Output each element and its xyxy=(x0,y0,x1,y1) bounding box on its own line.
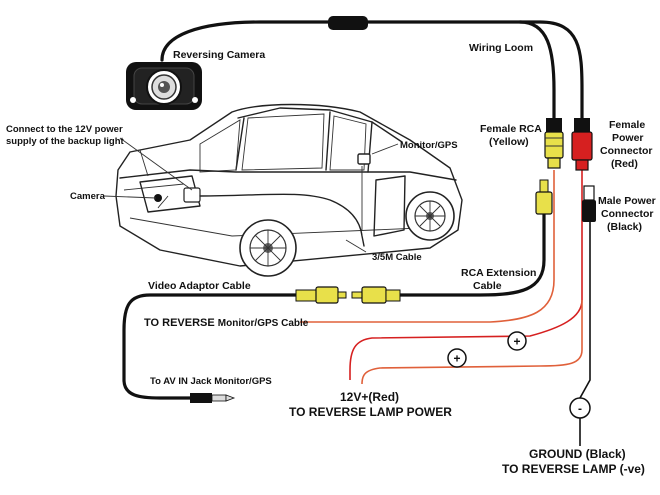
female-rca-yellow xyxy=(544,118,564,169)
av-jack-plug xyxy=(190,393,236,403)
label-female-rca-1: Female RCA xyxy=(480,123,542,135)
label-to-av-in: To AV IN Jack Monitor/GPS xyxy=(150,376,272,387)
label-female-rca-2: (Yellow) xyxy=(489,136,529,148)
plus-symbol-lower: + xyxy=(447,348,467,368)
pointer-monitor xyxy=(371,143,399,155)
video-adaptor-cable xyxy=(122,293,298,400)
rca-connector-extension xyxy=(351,286,401,304)
wiring-loom-box xyxy=(328,16,368,30)
label-rca-ext-1: RCA Extension xyxy=(461,267,536,279)
male-power-black xyxy=(582,185,596,222)
label-male-power-1: Male Power xyxy=(598,195,656,207)
reversing-camera-icon xyxy=(126,62,202,110)
loom-cable xyxy=(366,20,584,120)
label-cable-3-5m: 3/5M Cable xyxy=(372,252,422,263)
label-to-reverse-monitor: TO REVERSE Monitor/GPS Cable xyxy=(144,317,309,329)
pointer-cable xyxy=(345,239,367,253)
label-ground-black: GROUND (Black) xyxy=(529,447,626,461)
plus-symbol-lower-text: + xyxy=(453,352,460,366)
label-monitor-gps: Monitor/GPS xyxy=(400,140,458,151)
label-rca-ext-2: Cable xyxy=(473,280,502,292)
camera-cable xyxy=(160,20,332,62)
label-female-power-4: (Red) xyxy=(611,158,638,170)
pointer-backup-light xyxy=(119,137,193,191)
red-wire-power xyxy=(349,170,583,380)
rca-extension-cable xyxy=(398,208,546,297)
label-connect-12v-2: supply of the backup light xyxy=(6,136,125,147)
label-wiring-loom: Wiring Loom xyxy=(469,42,533,54)
label-male-power-3: (Black) xyxy=(607,221,642,233)
female-power-red xyxy=(571,118,593,171)
loom-branch-rca xyxy=(518,20,556,120)
label-to-reverse-prefix: TO REVERSE xyxy=(144,317,218,329)
label-to-reverse-lamp-power: TO REVERSE LAMP POWER xyxy=(289,405,452,419)
plus-symbol-upper: + xyxy=(507,331,527,351)
plus-symbol-upper-text: + xyxy=(513,335,520,349)
pointer-camera xyxy=(103,195,157,199)
minus-symbol: - xyxy=(569,397,591,419)
label-male-power-2: Connector xyxy=(601,208,654,220)
label-video-adaptor: Video Adaptor Cable xyxy=(148,280,251,292)
label-female-power-2: Power xyxy=(612,132,644,144)
label-to-reverse-suffix: Monitor/GPS Cable xyxy=(218,318,309,329)
label-camera: Camera xyxy=(70,191,106,202)
label-to-reverse-lamp-neg: TO REVERSE LAMP (-ve) xyxy=(502,462,645,476)
minus-symbol-text: - xyxy=(578,402,582,416)
label-reversing-camera: Reversing Camera xyxy=(173,49,265,61)
male-rca-yellow xyxy=(535,179,553,215)
rca-connector-adaptor xyxy=(295,286,347,304)
label-connect-12v-1: Connect to the 12V power xyxy=(6,124,123,135)
black-wire-ground xyxy=(579,220,591,446)
car-illustration xyxy=(115,103,463,277)
red-wire-lamp xyxy=(361,300,583,385)
label-12v-red: 12V+(Red) xyxy=(340,390,399,404)
red-wire-monitor xyxy=(300,170,555,323)
label-female-power-1: Female xyxy=(609,119,645,131)
label-female-power-3: Connector xyxy=(600,145,653,157)
